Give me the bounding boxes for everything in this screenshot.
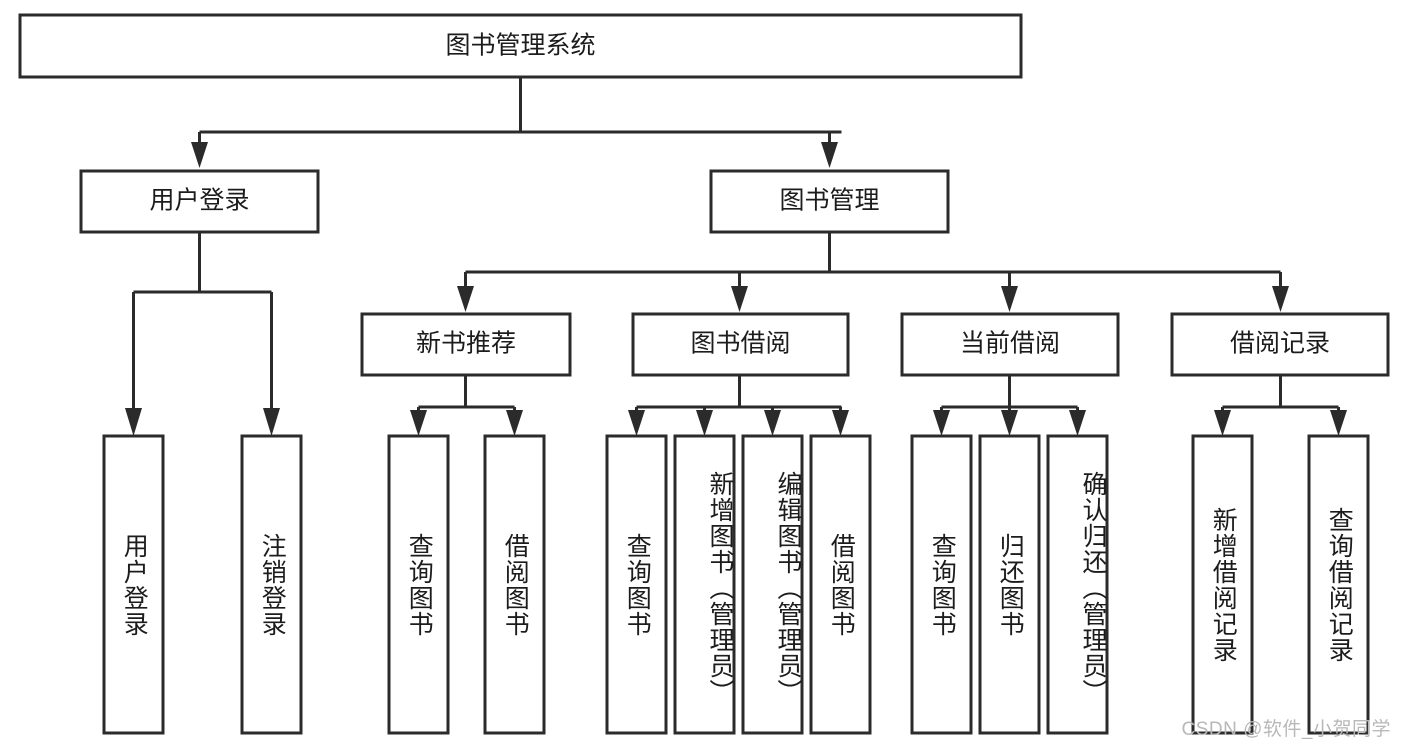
arrowhead-borrow-record [1272,286,1289,312]
connectors-borrow-record-to-leaves [1214,375,1347,436]
node-label-book-borrow: 图书借阅 [690,330,790,358]
node-box-leaf-query-record[interactable] [1307,434,1370,735]
connectors-book-manage-to-level3 [457,232,1289,312]
node-box-leaf-borrow-book-1[interactable] [483,434,546,735]
node-label-new-book-recommend: 新书推荐 [416,330,516,358]
arrowhead-leaf-borrow-book-2 [832,410,849,436]
arrowhead-leaf-add-book [696,410,713,436]
arrowhead-new-book-recommend [457,286,474,312]
node-box-new-book-recommend[interactable] [360,312,572,377]
arrowhead-user-login [191,142,208,168]
node-box-leaf-query-book-1[interactable] [387,434,450,735]
node-box-leaf-return-book[interactable] [978,434,1041,735]
node-box-leaf-user-login[interactable] [102,434,165,735]
connectors-new-book-to-leaves [410,375,523,436]
node-box-book-manage[interactable] [709,169,950,234]
arrowhead-book-manage [821,142,838,168]
arrowhead-leaf-return-book [1001,410,1018,436]
arrowhead-leaf-add-record [1214,410,1231,436]
node-box-leaf-add-book[interactable] [673,434,736,735]
node-box-leaf-query-book-2[interactable] [605,434,668,735]
arrowhead-leaf-query-book-1 [410,410,427,436]
node-box-leaf-logout[interactable] [240,434,303,735]
node-box-leaf-add-record[interactable] [1191,434,1254,735]
arrowhead-current-borrow [1001,286,1018,312]
node-box-user-login[interactable] [79,169,320,234]
node-box-leaf-confirm-return[interactable] [1046,434,1109,735]
arrowhead-leaf-query-book-2 [628,410,645,436]
node-box-root[interactable] [18,13,1023,79]
node-label-user-login: 用户登录 [149,187,249,215]
arrowhead-leaf-query-record [1330,410,1347,436]
arrowhead-leaf-logout [263,408,280,436]
connectors-current-borrow-to-leaves [933,375,1086,436]
arrowhead-leaf-query-book-3 [933,410,950,436]
node-label-book-manage: 图书管理 [779,187,879,215]
arrowhead-book-borrow [731,286,748,312]
node-label-borrow-record: 借阅记录 [1230,330,1330,358]
connectors-root-to-level2 [191,78,842,168]
node-label-root: 图书管理系统 [445,32,595,60]
connectors-book-borrow-to-leaves [628,375,849,436]
node-box-leaf-borrow-book-2[interactable] [809,434,872,735]
arrowhead-leaf-confirm-return [1069,410,1086,436]
watermark-text: CSDN @软件_小贺同学 [1181,719,1391,740]
arrowhead-leaf-edit-book [764,410,781,436]
connectors-user-login-to-leaves [125,232,280,436]
arrowhead-leaf-user-login [125,408,142,436]
node-box-current-borrow[interactable] [900,312,1120,377]
node-box-book-borrow[interactable] [631,312,850,377]
node-box-borrow-record[interactable] [1170,312,1390,377]
arrowhead-leaf-borrow-book-1 [506,410,523,436]
node-box-leaf-edit-book[interactable] [741,434,804,735]
node-label-current-borrow: 当前借阅 [960,330,1060,358]
node-box-leaf-query-book-3[interactable] [910,434,973,735]
